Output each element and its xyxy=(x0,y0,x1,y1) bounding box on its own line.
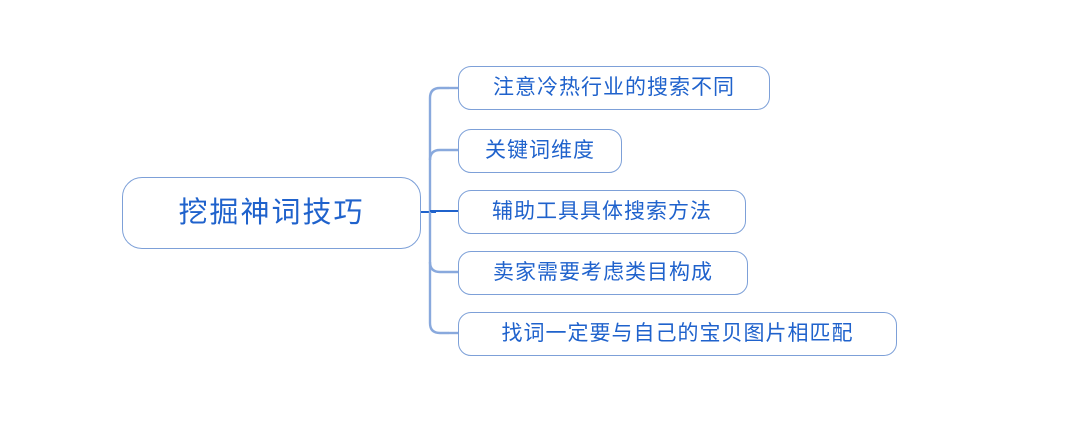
connector-branch-2 xyxy=(428,148,458,161)
root-node-label: 挖掘神词技巧 xyxy=(178,194,365,229)
branch-node-1-label: 注意冷热行业的搜索不同 xyxy=(493,74,735,99)
branch-node-2-label: 关键词维度 xyxy=(485,137,595,162)
branch-node-5[interactable]: 找词一定要与自己的宝贝图片相匹配 xyxy=(458,312,897,356)
branch-node-2[interactable]: 关键词维度 xyxy=(458,129,622,173)
branch-node-4-label: 卖家需要考虑类目构成 xyxy=(493,259,713,284)
branch-node-5-label: 找词一定要与自己的宝贝图片相匹配 xyxy=(501,320,854,345)
branch-node-3-label: 辅助工具具体搜索方法 xyxy=(492,198,712,223)
root-node[interactable]: 挖掘神词技巧 xyxy=(122,177,421,249)
branch-node-3[interactable]: 辅助工具具体搜索方法 xyxy=(458,190,746,234)
connector-trunk xyxy=(428,86,450,335)
connector-branch-4 xyxy=(428,261,458,274)
branch-node-1[interactable]: 注意冷热行业的搜索不同 xyxy=(458,66,770,110)
branch-node-4[interactable]: 卖家需要考虑类目构成 xyxy=(458,251,748,295)
